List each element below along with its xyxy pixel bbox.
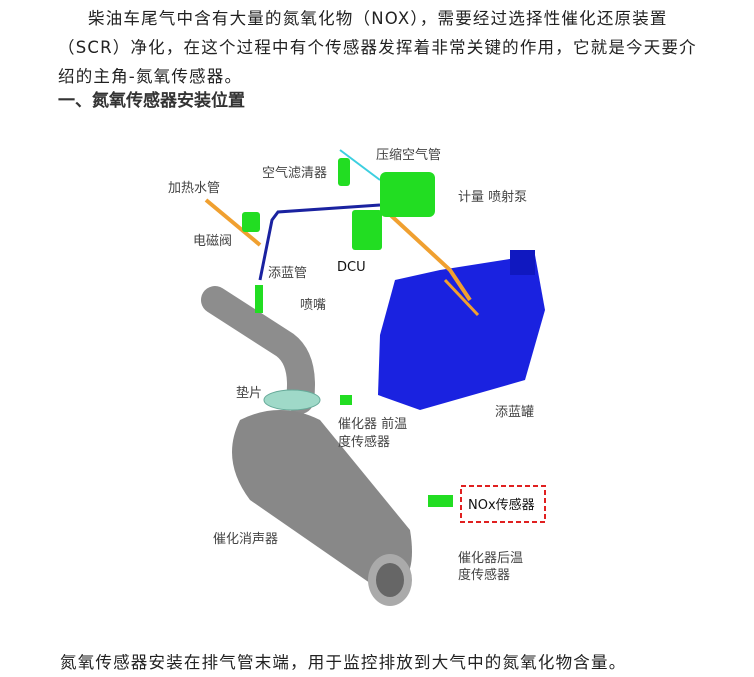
label-rear-temp-sensor-1: 催化器后温	[458, 551, 523, 566]
label-front-temp-sensor-2: 度传感器	[338, 434, 390, 450]
label-dcu: DCU	[337, 260, 366, 275]
label-catalytic-muffler: 催化消声器	[213, 532, 278, 547]
catalytic-muffler-shape	[232, 410, 412, 606]
label-nox-sensor: NOx传感器	[468, 497, 535, 513]
metering-pump-shape	[380, 172, 435, 217]
label-air-filter: 空气滤清器	[262, 165, 327, 181]
solenoid-valve-shape	[242, 212, 260, 232]
caption-paragraph: 氮氧传感器安装在排气管末端，用于监控排放到大气中的氮氧化物含量。	[60, 653, 627, 672]
label-compressed-air-pipe: 压缩空气管	[376, 147, 441, 163]
intro-paragraph: 柴油车尾气中含有大量的氮氧化物（NOX），需要经过选择性催化还原装置（SCR）净…	[58, 9, 697, 86]
label-front-temp-sensor-1: 催化器 前温	[338, 416, 407, 432]
green-components	[242, 158, 453, 507]
label-heating-water-pipe: 加热水管	[168, 181, 220, 196]
nox-sensor-shape	[428, 495, 453, 507]
front-temp-sensor-shape	[340, 395, 352, 405]
section-heading: 一、氮氧传感器安装位置	[58, 91, 245, 111]
urea-tank-shape	[378, 250, 545, 410]
air-filter-shape	[338, 158, 350, 186]
label-urea-tank: 添蓝罐	[495, 405, 534, 420]
label-nozzle: 喷嘴	[300, 298, 326, 313]
label-metering-pump: 计量 喷射泵	[458, 189, 527, 205]
dcu-shape	[352, 210, 382, 250]
pipes	[204, 149, 480, 317]
label-solenoid-valve: 电磁阀	[193, 234, 232, 249]
label-rear-temp-sensor-2: 度传感器	[458, 567, 510, 583]
nozzle-shape	[255, 285, 263, 313]
label-urea-pipe: 添蓝管	[268, 266, 307, 281]
label-gasket: 垫片	[236, 385, 262, 401]
exhaust-pipe	[201, 286, 321, 414]
gasket-shape	[263, 389, 321, 411]
nox-highlight-box	[460, 485, 546, 523]
